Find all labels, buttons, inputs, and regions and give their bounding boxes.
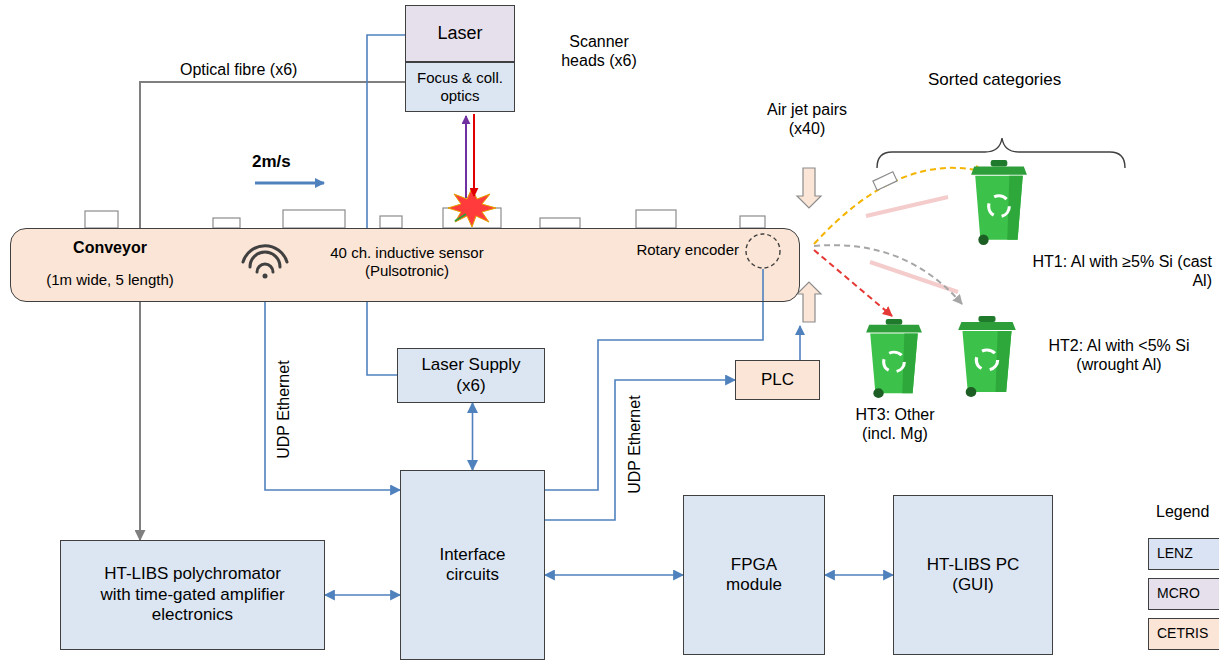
category-brace [877, 138, 1125, 168]
recycle-symbol [976, 350, 997, 370]
speed-arrow [255, 182, 324, 185]
connector-label: Optical fibre (x6) [178, 60, 299, 79]
node-text: Laser Supply (x6) [406, 355, 536, 396]
connector-line [825, 574, 893, 576]
optics-box: Focus & coll. optics [405, 62, 515, 112]
wifi-arc [243, 246, 287, 262]
separator-plate [866, 197, 948, 216]
bin-ht1: HT1: Al with ≥5% Si (cast Al) [958, 158, 1214, 292]
wifi-sensor-icon [231, 238, 297, 282]
recycle-bin-icon [968, 158, 1030, 246]
legend-swatch: CETRIS [1148, 618, 1219, 650]
interface-box: Interface circuits [400, 470, 545, 660]
air-jet-arrow [797, 282, 821, 322]
bin-wheel [978, 234, 988, 244]
bin-handle [978, 316, 995, 322]
node-text: FPGA module [722, 555, 786, 596]
node-text: PLC [761, 370, 794, 390]
air-jet-label: Air jet pairs (x40) [752, 100, 862, 138]
plc-box: PLC [735, 360, 820, 400]
node-text: Laser [437, 23, 482, 45]
bin-body [975, 176, 1023, 240]
flying-piece [873, 172, 897, 190]
connector-label: UDP Ethernet [273, 359, 292, 461]
bin-lid [971, 166, 1027, 174]
connector-line [140, 82, 405, 540]
connector-line [545, 301, 763, 490]
scrap-piece [540, 218, 580, 228]
rotary-encoder: Rotary encoder [611, 231, 783, 301]
conveyor-band: Conveyor (1m wide, 5 length) 40 ch. induct… [10, 228, 800, 302]
air-jet-arrow [797, 168, 821, 208]
trajectory-ht3 [814, 250, 892, 316]
node-text: HT3: Other (incl. Mg) [845, 405, 945, 443]
emission-beam [465, 116, 467, 198]
plc-jet-wire [799, 326, 801, 360]
scrap-piece [213, 218, 240, 228]
connector-line [472, 403, 474, 470]
legend-text: MCRO [1157, 585, 1200, 602]
bin-body [870, 334, 918, 394]
scanner-heads-label: Scanner heads (x6) [553, 32, 645, 70]
node-text: Interface circuits [411, 545, 534, 586]
bin-lid [866, 325, 922, 333]
scrap-piece [740, 216, 765, 228]
encoder-wire [762, 269, 764, 301]
wifi-dot [263, 274, 268, 279]
connector-line [545, 574, 683, 576]
connector-line [325, 594, 400, 596]
node-text: HT-LIBS PC (GUI) [918, 555, 1028, 596]
node-text: Conveyor [25, 238, 195, 257]
bin-handle [886, 319, 903, 325]
scrap-piece [283, 210, 345, 228]
fpga-box: FPGA module [683, 495, 825, 655]
plasma-burst [448, 188, 496, 227]
connector-label: UDP Ethernet [624, 394, 643, 496]
legend-title: Legend [1156, 502, 1209, 521]
node-text: HT-LIBS polychromator with time-gated am… [95, 564, 290, 625]
node-text: HT1: Al with ≥5% Si (cast Al) [1010, 252, 1212, 290]
connector-line [265, 301, 400, 490]
legend-text: LENZ [1157, 545, 1193, 562]
trajectory-ht2 [814, 245, 962, 304]
encoder-wheel [746, 234, 780, 268]
legend-text: CETRIS [1157, 625, 1208, 642]
inductive-sensor: 40 ch. inductive sensor (Pulsotronic) [229, 234, 529, 301]
recycle-symbol [884, 352, 905, 372]
trajectory-ht1 [814, 168, 984, 244]
scrap-piece [380, 216, 402, 228]
node-text: 40 ch. inductive sensor (Pulsotronic) [297, 244, 517, 280]
speed-label: 2m/s [252, 152, 291, 172]
bin-ht2: HT2: Al with <5% Si (wrought Al) [950, 312, 1214, 400]
laser-beam [473, 114, 475, 196]
recycle-symbol [989, 196, 1010, 217]
sorted-categories-label: Sorted categories [928, 70, 1061, 90]
bin-ht3: HT3: Other (incl. Mg) [845, 315, 945, 450]
node-text: Rotary encoder [611, 241, 739, 259]
scrap-piece [636, 210, 676, 228]
laser-supply-box: Laser Supply (x6) [397, 348, 545, 403]
scrap-piece [85, 211, 118, 228]
plasma-spark [455, 214, 466, 221]
laser-box: Laser [405, 5, 515, 62]
pc-box: HT-LIBS PC (GUI) [893, 495, 1053, 655]
legend-swatch: LENZ [1148, 538, 1219, 570]
wifi-arc [257, 264, 273, 272]
bin-body [962, 331, 1011, 392]
bin-lid [958, 322, 1016, 330]
bin-wheel [873, 388, 883, 398]
bin-wheel [966, 387, 977, 397]
node-text: HT2: Al with <5% Si (wrought Al) [1026, 336, 1212, 374]
node-text: Focus & coll. optics [412, 69, 508, 105]
recycle-bin-icon [955, 314, 1019, 398]
bin-handle [991, 160, 1008, 166]
recycle-bin-icon [863, 317, 925, 399]
polychromator-box: HT-LIBS polychromator with time-gated am… [60, 540, 325, 650]
legend-swatch: MCRO [1148, 578, 1219, 610]
connector-line [367, 35, 405, 375]
scrap-pieces [85, 208, 765, 228]
node-text: (1m wide, 5 length) [25, 271, 195, 289]
